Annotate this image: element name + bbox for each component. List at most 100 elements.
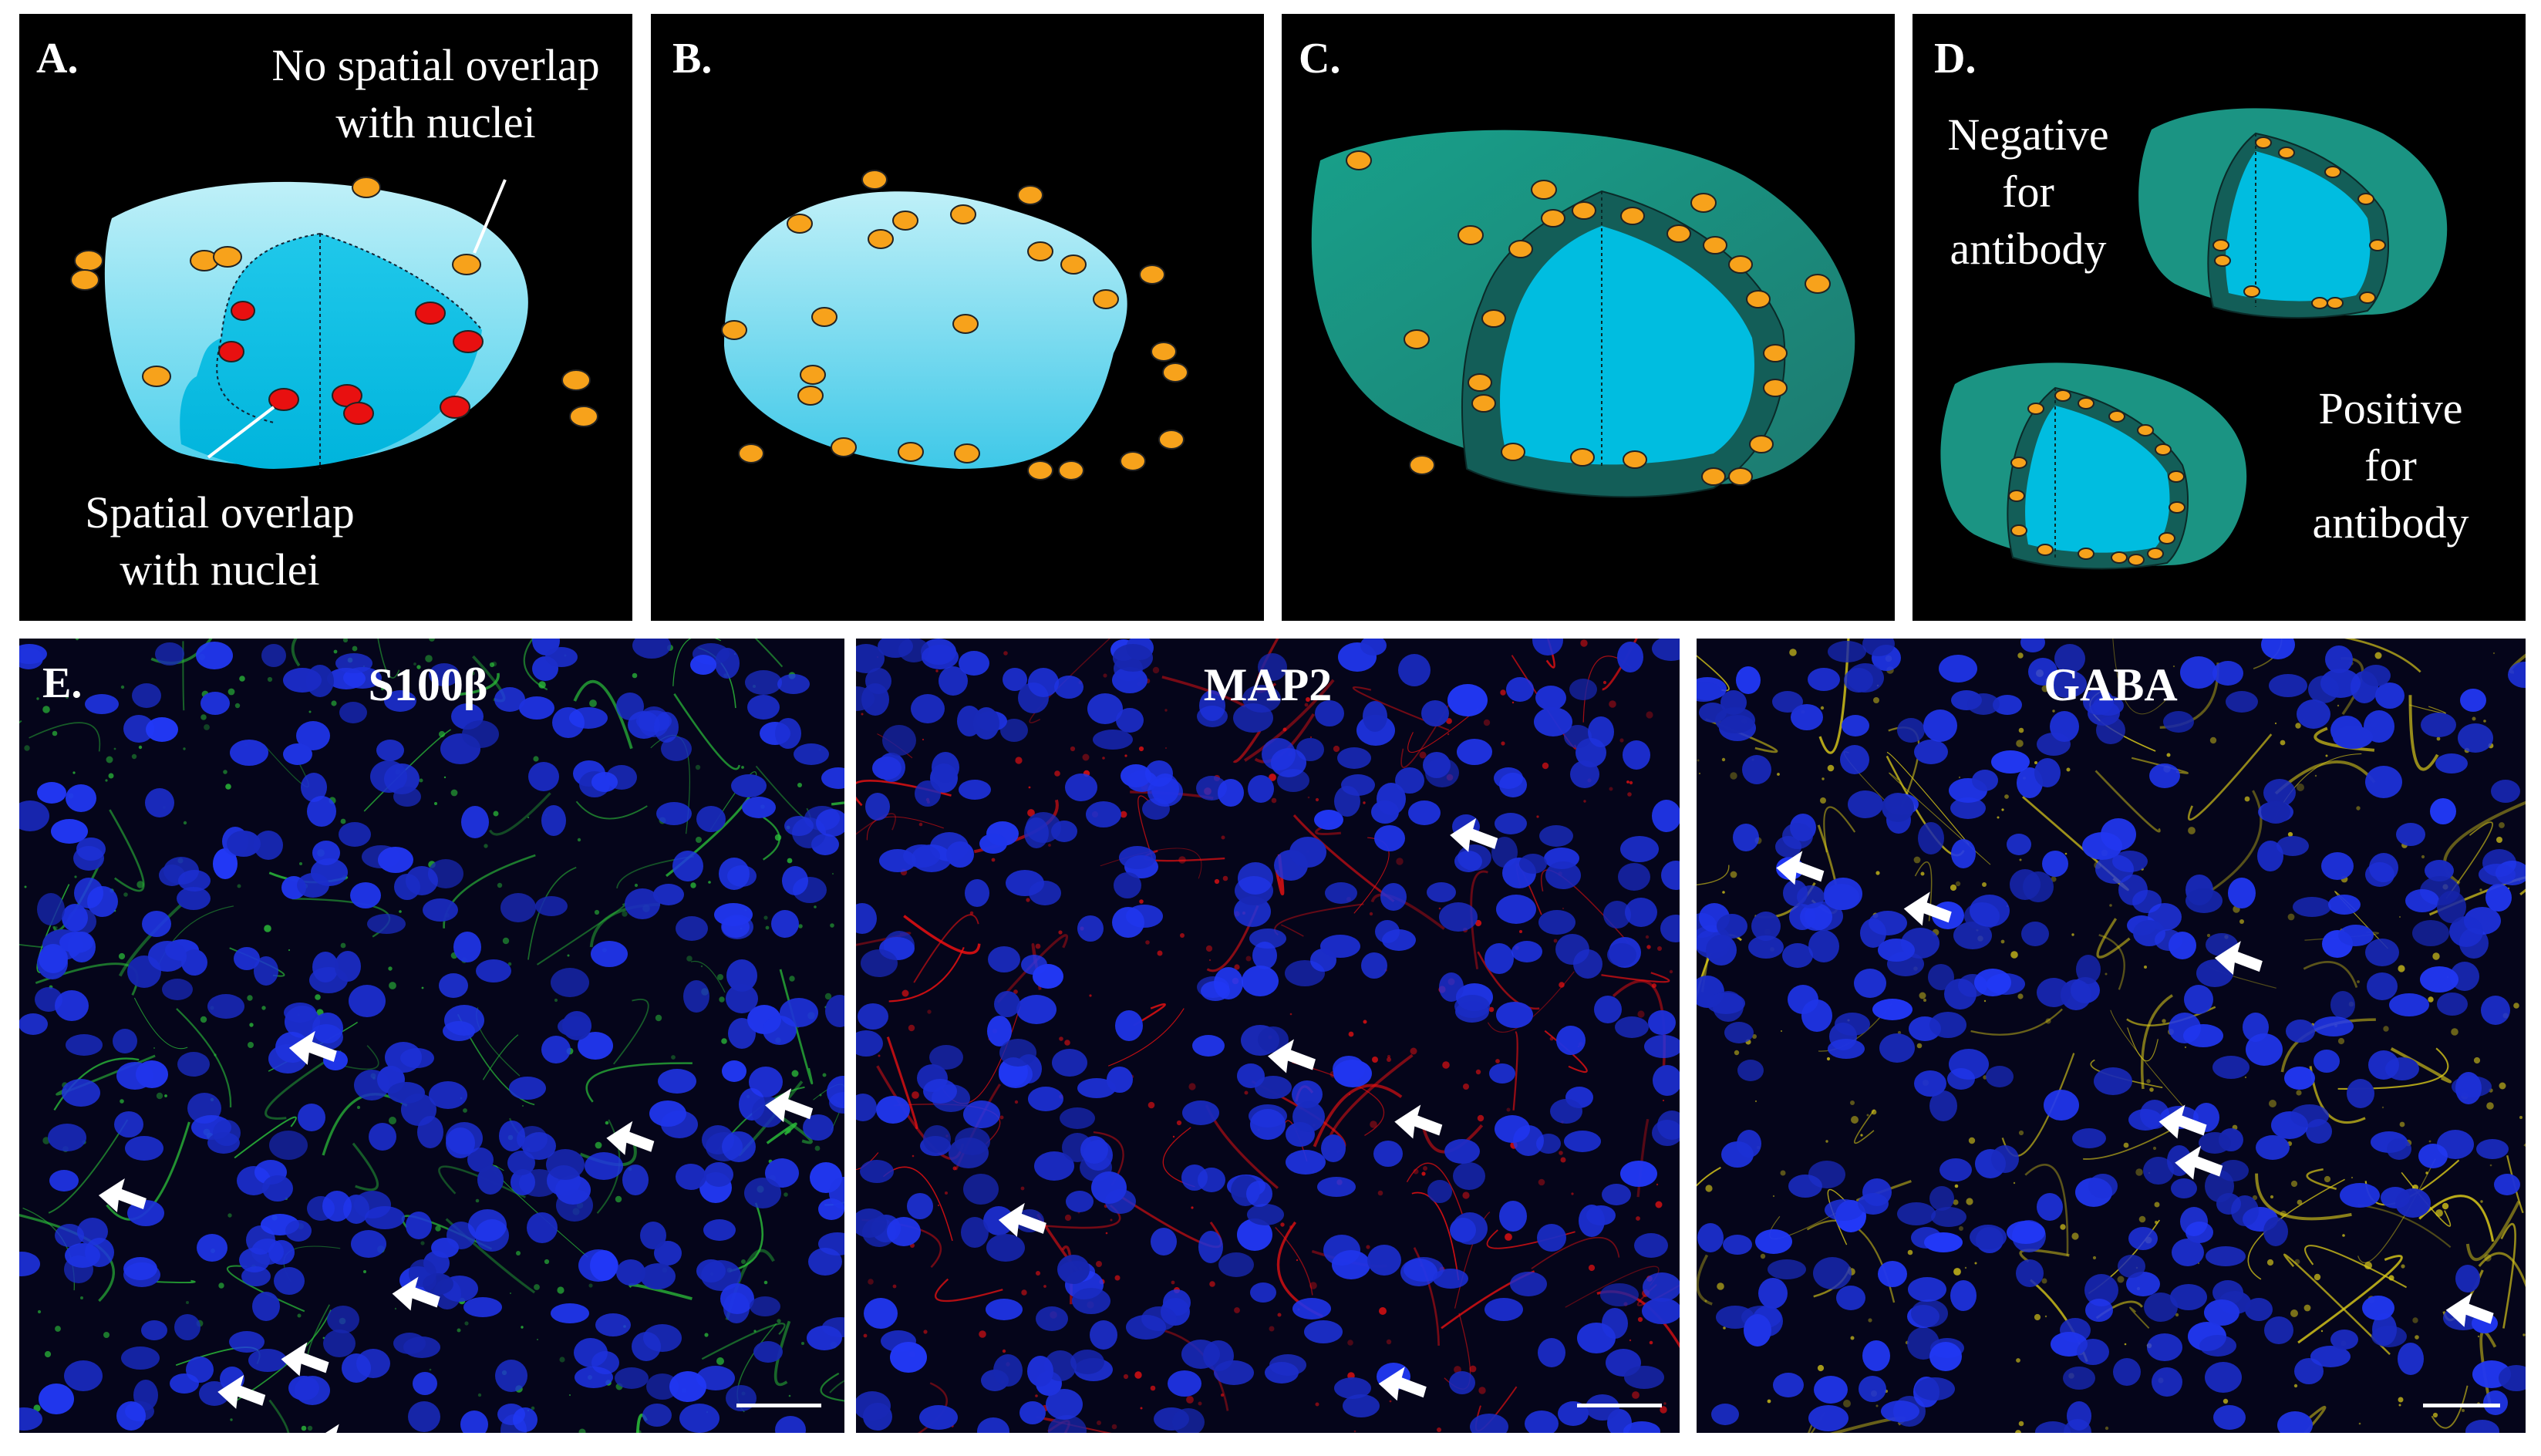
arrow-icon [98,1178,147,1213]
nucleus [1541,209,1565,228]
nucleus [1471,394,1496,413]
cell-cutaway [180,234,482,469]
arrow-icon [1903,891,1952,926]
nucleus [898,442,924,462]
nucleus [1623,450,1647,469]
panel-c: C. [1282,14,1895,621]
nucleus [1620,207,1645,225]
arrow-icon [325,1424,339,1433]
nucleus-overlap [231,301,255,321]
panel-e-s100b: E. S100β [19,639,844,1433]
nucleus-outside [70,269,99,291]
micrograph-gaba [1697,639,2526,1433]
nucleus-outside [213,246,242,268]
nucleus [1508,240,1533,258]
nucleus [1531,180,1557,200]
nucleus [868,229,894,249]
pointer-line [473,179,507,254]
stain-label-gaba: GABA [2044,659,2178,710]
annotation-positive: Positive for antibody [2312,383,2469,548]
panel-label: B. [672,35,713,83]
cell-positive [1940,362,2247,570]
scale-bar [736,1404,821,1407]
nucleus [1027,241,1053,261]
nucleus [1468,373,1492,392]
nucleus [1728,255,1753,274]
panel-b-diagram [721,170,1188,480]
nucleus-outside [452,254,481,275]
nucleus-overlap [453,330,484,353]
annotation-overlap: Spatial overlap with nuclei [85,487,355,595]
panel-b: B. [651,14,1264,621]
panel-d-diagram [1940,108,2448,570]
arrow-icon [998,1202,1046,1237]
nucleus [811,307,837,327]
nucleus [738,443,764,463]
nucleus [1120,451,1146,471]
arrow-icon [2159,1104,2207,1139]
nucleus [787,214,813,234]
nucleus [1060,254,1087,275]
nucleus [1404,329,1430,349]
scale-bar [1577,1404,1662,1407]
nucleus [800,365,826,385]
nucleus [1027,460,1053,480]
nucleus-overlap [218,341,244,362]
nucleus [1346,150,1372,170]
panel-e-gaba: GABA [1697,639,2526,1433]
arrow-icon [2214,941,2263,976]
arrow-icon [606,1121,655,1155]
nucleus-outside [74,250,103,271]
scale-bar [2423,1404,2500,1407]
panel-label: E. [42,659,83,707]
panel-c-diagram [1311,130,1855,498]
nucleus-overlap [343,402,374,425]
arrow-icon [288,1030,337,1065]
arrow-icon [217,1374,266,1409]
panel-e-map2: MAP2 [856,639,1680,1433]
pointer-line [207,406,275,459]
nucleus [1158,430,1185,450]
nucleus [721,320,747,340]
nucleus [797,386,824,406]
nucleus [1701,467,1726,486]
nucleus [1728,467,1753,486]
nucleus [861,170,888,190]
nucleus [1666,224,1691,243]
nucleus-outside-group [70,177,598,427]
nucleus [952,314,979,334]
nucleus [892,211,918,231]
arrow-icon [765,1088,814,1123]
arrow-icon [1268,1039,1316,1073]
nucleus [1703,236,1727,254]
arrow-icon [1378,1367,1427,1401]
annotation-negative: Negative for antibody [1947,110,2109,275]
nucleus [1749,435,1774,453]
micrograph-map2 [856,639,1680,1433]
arrow-icon [1450,817,1498,852]
nucleus-outside [142,366,171,387]
nucleus [1763,379,1788,397]
nucleus-outside [569,406,598,427]
cell-core [1500,226,1754,465]
cell-body [724,191,1127,470]
stain-label-s100b: S100β [368,659,488,710]
panel-a: A. No spatial overlap with nuclei Spatia… [19,14,632,621]
nucleus [1805,274,1831,294]
nucleus [954,443,980,463]
nucleus-overlap-group [218,301,484,425]
panel-label: D. [1934,35,1977,83]
nucleus-group [1346,150,1831,486]
nucleus [1481,309,1506,328]
stain-label-map2: MAP2 [1203,659,1333,710]
arrow-icon [2445,1293,2494,1327]
nucleus [1058,460,1084,480]
nucleus [1017,185,1043,205]
arrow-icon [281,1342,329,1377]
nucleus-overlap [440,396,470,419]
arrow-icon [2175,1145,2223,1180]
micrograph-s100b [19,639,844,1433]
nucleus-overlap [268,388,299,411]
panel-label: A. [36,35,79,83]
nucleus [950,204,976,224]
